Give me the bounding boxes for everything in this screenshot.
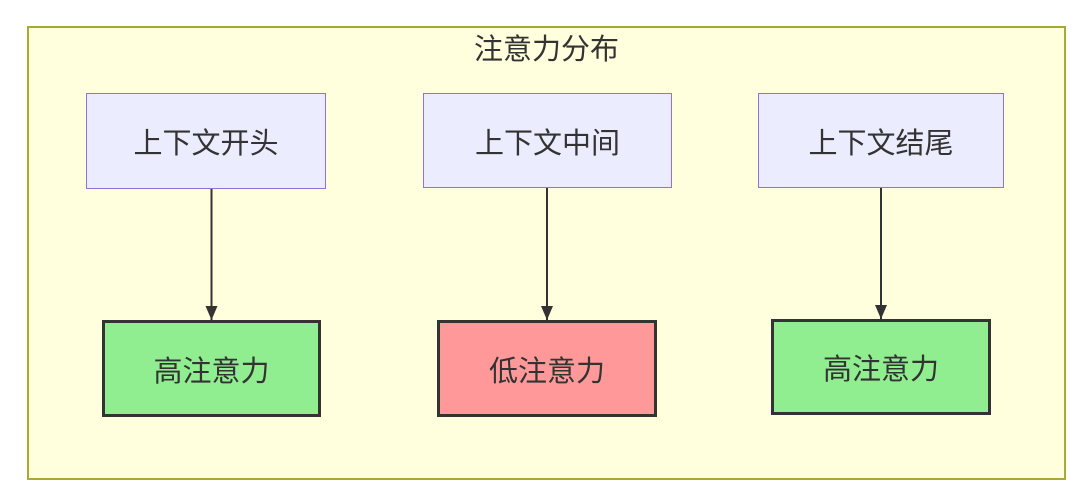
node-context-end: 上下文结尾 [758, 93, 1004, 188]
node-low-attention: 低注意力 [437, 320, 657, 417]
node-context-start: 上下文开头 [86, 93, 326, 189]
node-low-attention-label: 低注意力 [488, 355, 605, 388]
node-context-end-label: 上下文结尾 [808, 127, 954, 160]
node-high-attention-1-label: 高注意力 [153, 355, 270, 388]
node-context-start-label: 上下文开头 [133, 128, 279, 160]
node-high-attention-2-label: 高注意力 [822, 354, 939, 386]
diagram-title: 注意力分布 [473, 34, 619, 66]
attention-distribution-cluster: 注意力分布 上下文开头 上下文中间 上下文结尾 高注意力 低注意力 [27, 26, 1066, 480]
node-context-middle: 上下文中间 [423, 93, 672, 188]
node-context-middle-label: 上下文中间 [474, 127, 620, 160]
node-high-attention-1: 高注意力 [102, 320, 321, 417]
node-high-attention-2: 高注意力 [771, 319, 991, 415]
